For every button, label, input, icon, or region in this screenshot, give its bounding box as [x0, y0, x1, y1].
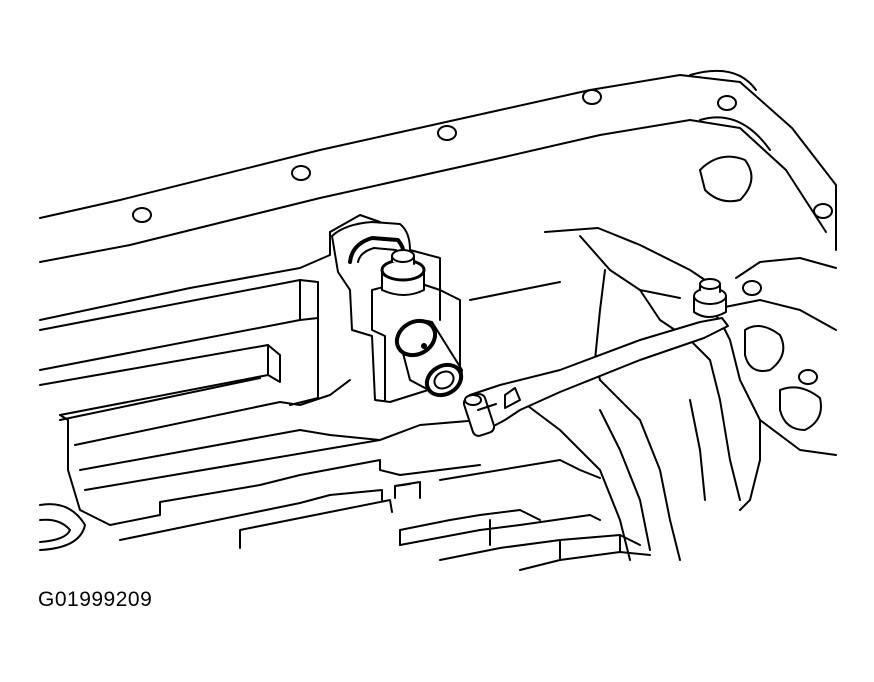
valve-body — [40, 157, 836, 570]
mounting-bolt — [382, 250, 424, 295]
lever-bolt — [694, 279, 726, 317]
figure-id-label: G01999209 — [38, 588, 153, 611]
solenoid-cylinder — [391, 314, 467, 401]
detent-lever — [462, 318, 728, 437]
pan-flange — [40, 71, 836, 262]
bolt-holes — [133, 90, 832, 384]
